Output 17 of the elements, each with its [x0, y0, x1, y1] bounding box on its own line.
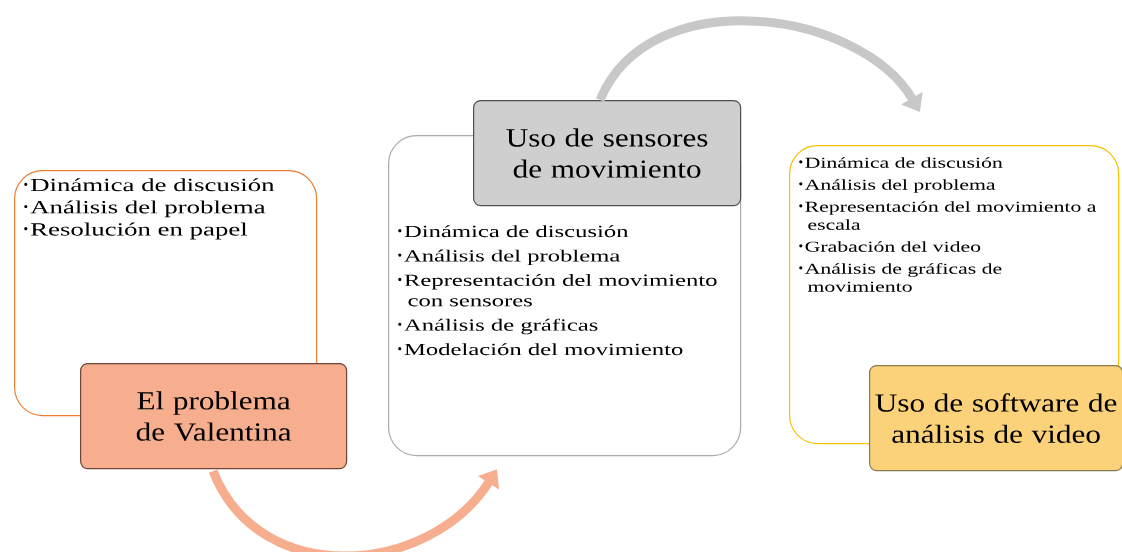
list-item: Dinámica de discusión	[398, 225, 629, 238]
title-box: Uso de software de análisis de video	[869, 365, 1122, 472]
title-box: Uso de sensores de movimiento	[473, 100, 742, 207]
list-item: Análisis del problema	[398, 249, 620, 266]
list-item: Análisis de gráficas de movimiento	[799, 263, 1002, 292]
list-item: Modelación del movimiento	[398, 343, 683, 356]
list-item: Representación del movimiento a escala	[799, 201, 1097, 230]
list-item: Análisis del problema	[24, 200, 266, 218]
list-item: Representación del movimiento con sensores	[398, 274, 717, 307]
list-item: Dinámica de discusión	[24, 178, 275, 192]
title-box: El problema de Valentina	[80, 363, 348, 470]
list-item: Grabación del video	[799, 241, 981, 252]
list-item: Análisis de gráficas	[398, 318, 598, 335]
list-item: Resolución en papel	[24, 222, 248, 240]
list-item: Dinámica de discusión	[799, 157, 1003, 168]
curved-arrow	[596, 16, 923, 112]
list-item: Análisis del problema	[799, 179, 996, 193]
